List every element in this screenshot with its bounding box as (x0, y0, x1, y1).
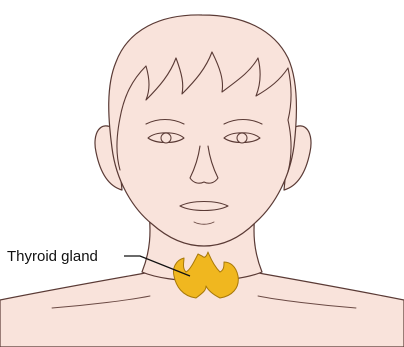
left-iris (161, 133, 171, 143)
right-iris (237, 133, 247, 143)
thyroid-label: Thyroid gland (7, 248, 98, 265)
head (109, 15, 297, 246)
